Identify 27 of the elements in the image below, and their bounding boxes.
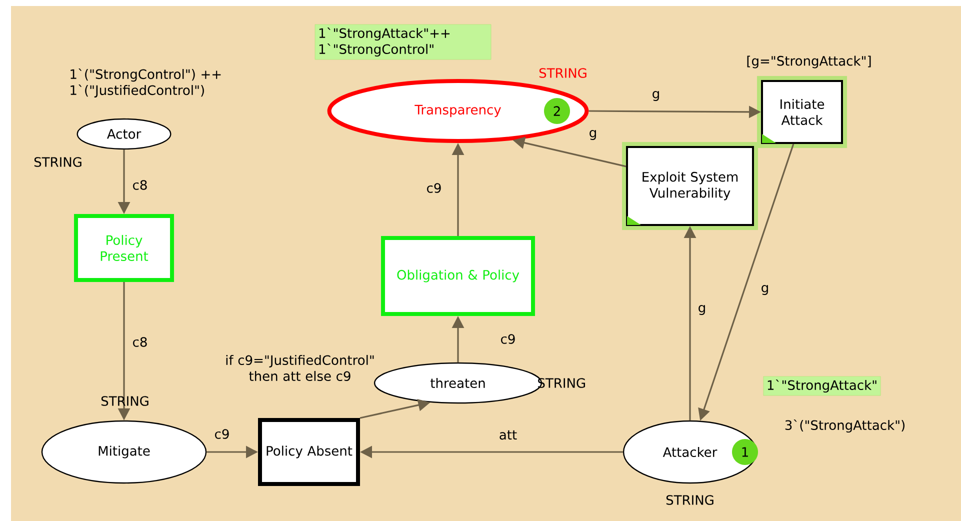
- arc-inscription: c8: [133, 180, 147, 190]
- transition-box: Obligation & Policy: [381, 236, 535, 316]
- arc-inscription: c9: [215, 429, 229, 439]
- transition-box: Policy Absent: [258, 418, 360, 486]
- token-count: 2: [544, 98, 570, 124]
- marking-label: 1`"StrongAttack": [763, 376, 881, 396]
- inscription-text: STRING: [101, 396, 148, 406]
- arc-inscription: g: [590, 130, 596, 140]
- arc-inscription: c9: [501, 334, 515, 344]
- transition-box: Initiate Attack: [757, 76, 847, 148]
- arc-inscription: g: [698, 305, 705, 315]
- transition-box: Exploit System Vulnerability: [622, 142, 758, 230]
- marking-label: 1`"StrongAttack"++ 1`"StrongControl": [314, 24, 492, 60]
- arc-inscription: g: [762, 285, 768, 295]
- arc-inscription: c8: [133, 337, 147, 347]
- arc-inscription: c9: [427, 183, 441, 193]
- inscription-text: 3`("StrongAttack"): [785, 419, 904, 433]
- inscription-text: [g="StrongAttack"]: [747, 56, 871, 68]
- transition-box: Policy Present: [74, 214, 174, 282]
- arc-inscription: g: [652, 91, 659, 101]
- type-label: STRING: [539, 68, 586, 78]
- arc-inscription: att: [500, 430, 517, 440]
- inscription-text: 1`("StrongControl") ++ 1`("JustifiedControl"): [70, 68, 221, 98]
- arc-inscription: if c9="JustifiedControl" then att else c9: [226, 354, 374, 382]
- inscription-text: STRING: [34, 157, 82, 167]
- inscription-text: STRING: [666, 495, 714, 505]
- token-count: 1: [732, 439, 758, 465]
